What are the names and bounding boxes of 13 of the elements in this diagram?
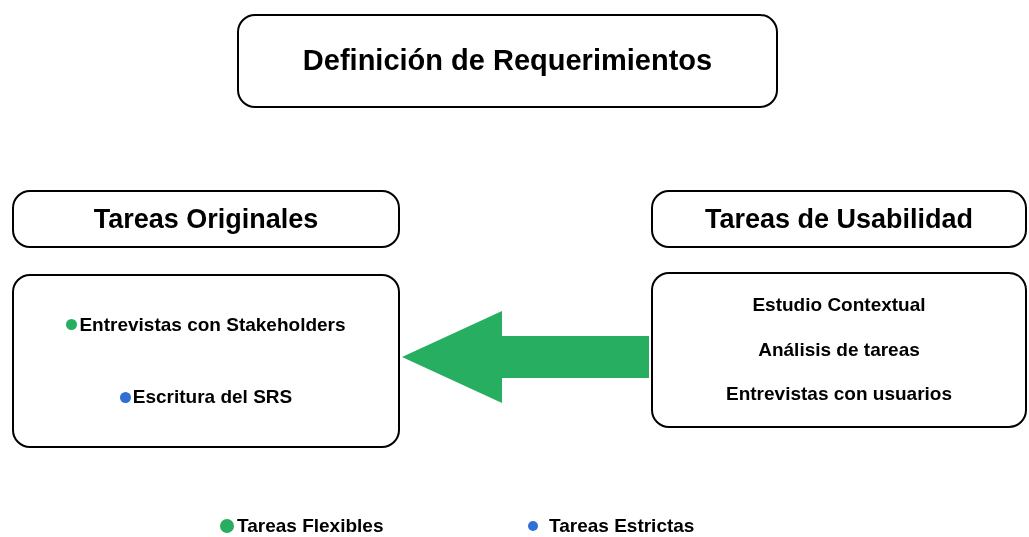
heading-box: Tareas de Usabilidad (651, 190, 1027, 248)
task-text: Estudio Contextual (752, 293, 926, 318)
task-box (12, 274, 400, 448)
legend-label: Tareas Flexibles (237, 514, 384, 537)
task-box (651, 272, 1027, 428)
legend-label: Tareas Estrictas (549, 514, 695, 537)
task-text: Entrevistas con usuarios (726, 382, 952, 407)
task-text: Escritura del SRS (132, 385, 293, 409)
task-text: Entrevistas con Stakeholders (79, 312, 346, 337)
task-text: Análisis de tareas (758, 337, 920, 362)
heading-box: Tareas Originales (12, 190, 400, 248)
arrow (402, 311, 649, 403)
title-box: Definición de Requerimientos (237, 14, 778, 108)
